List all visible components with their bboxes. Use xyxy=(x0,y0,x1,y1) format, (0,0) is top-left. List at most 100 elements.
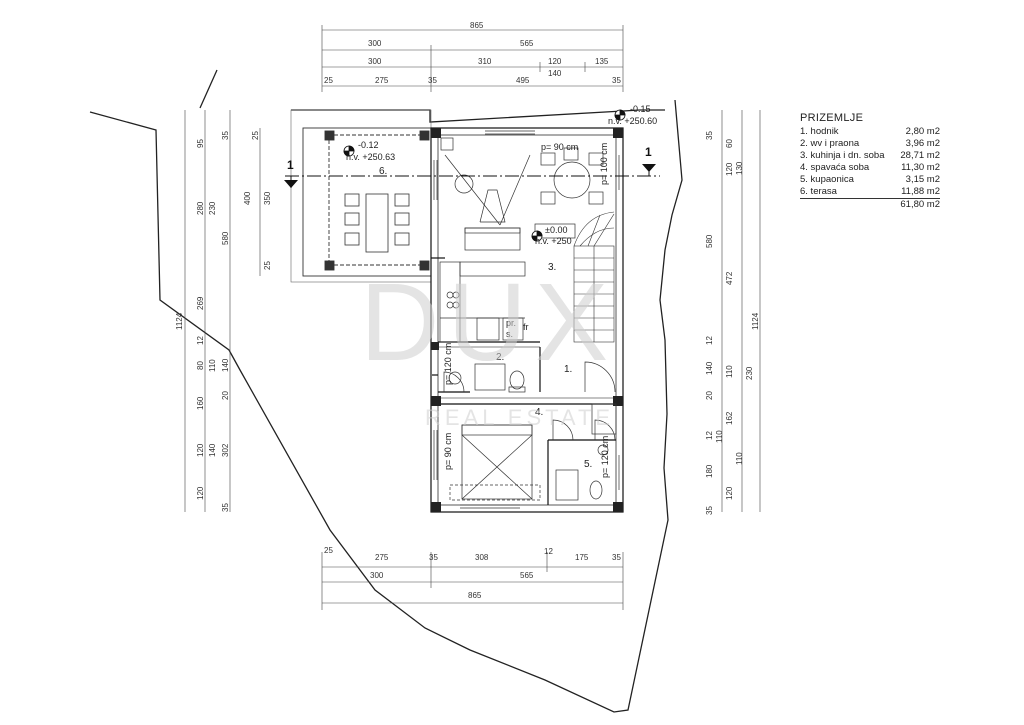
terrace-table xyxy=(344,193,410,253)
dim-top-r1-1: 565 xyxy=(520,39,534,48)
kitchen xyxy=(439,261,526,343)
area-legend: PRIZEMLJE 1. hodnik 2,80 m2 2. wv i prao… xyxy=(800,112,940,211)
dim-left-i0: 35 xyxy=(221,131,230,140)
legend-row: 2. wv i praona 3,96 m2 xyxy=(800,138,940,150)
dim-left-t0: 25 xyxy=(251,131,260,140)
legend-room-name: 5. kupaonica xyxy=(800,174,854,185)
level-living-nv: n.v. +250 xyxy=(535,236,572,246)
wc-laundry xyxy=(448,363,526,393)
legend-row: 3. kuhinja i dn. soba 28,71 m2 xyxy=(800,150,940,162)
legend-total: 61,80 m2 xyxy=(900,199,940,210)
dim-bottom-r1-1: 275 xyxy=(375,553,389,562)
dim-left-o11: 302 xyxy=(221,443,230,457)
windows xyxy=(433,130,620,509)
level-markers xyxy=(343,109,626,242)
watermark-subtitle: REAL ESTATE xyxy=(425,405,614,430)
legend-room-area: 3,15 m2 xyxy=(905,174,940,185)
living-furniture xyxy=(440,137,576,251)
dim-right-c1-8: 180 xyxy=(705,464,714,478)
watermark-logo: DUX xyxy=(360,261,616,384)
dim-bottom-r2-0: 300 xyxy=(370,571,384,580)
fridge-label: fr xyxy=(523,322,529,332)
bathroom-fixtures xyxy=(555,444,609,501)
dim-top-overall: 865 xyxy=(470,21,484,30)
dim-top-r3-3: 495 xyxy=(516,76,530,85)
dim-left-o10: 140 xyxy=(208,443,217,457)
dim-bottom-r1-2: 35 xyxy=(429,553,438,562)
dim-bottom-r2-1: 565 xyxy=(520,571,534,580)
dim-top-r3-0: 25 xyxy=(324,76,333,85)
dim-left-i1: 230 xyxy=(208,201,217,215)
dim-right-c1-5: 20 xyxy=(705,391,714,400)
dim-left-o4: 12 xyxy=(196,336,205,345)
kitchen-label-s: s. xyxy=(506,329,513,339)
dim-left-o5: 110 xyxy=(208,359,217,372)
dim-top-r2-2: 120 xyxy=(548,57,562,66)
dim-left-o8: 160 xyxy=(196,396,205,410)
dim-top-r3-2: 35 xyxy=(428,76,437,85)
legend-row: 6. terasa 11,88 m2 xyxy=(800,186,940,199)
room-number-2: 2. xyxy=(496,352,504,363)
legend-room-area: 28,71 m2 xyxy=(900,150,940,161)
kitchen-label-pr: pr. xyxy=(506,318,516,328)
room-number-4: 4. xyxy=(535,407,543,418)
dim-right-c2-2: 472 xyxy=(725,271,734,285)
door-label-bedroom: p= 90 cm xyxy=(443,433,453,470)
room-number-6: 6. xyxy=(379,166,387,177)
watermark: DUX REAL ESTATE xyxy=(360,261,616,430)
level-terrace: -0.12 xyxy=(358,140,379,150)
dims-bottom: 25 275 35 308 12 175 35 300 565 865 xyxy=(324,546,621,600)
dim-right-c2-6: 110 xyxy=(735,452,744,465)
legend-room-name: 2. wv i praona xyxy=(800,138,860,149)
dim-right-c1-4: 140 xyxy=(705,361,714,375)
house-walls xyxy=(430,127,624,513)
dim-left-t1: 400 xyxy=(243,191,252,205)
dining-table xyxy=(540,147,604,205)
dim-left-o6: 140 xyxy=(221,358,230,372)
dim-top-r3-1: 275 xyxy=(375,76,389,85)
level-living: ±0.00 xyxy=(545,225,567,235)
section-label-right: 1 xyxy=(645,145,652,159)
dim-left-t3: 25 xyxy=(263,261,272,270)
dim-left-i2: 80 xyxy=(196,361,205,370)
dim-top-r2-0: 300 xyxy=(368,57,382,66)
legend-row: 5. kupaonica 3,15 m2 xyxy=(800,174,940,186)
dim-right-c2-5: 110 xyxy=(715,430,724,443)
dim-top-r2-3: 135 xyxy=(595,57,609,66)
dims-left: 1124 95 280 580 269 12 110 140 20 160 12… xyxy=(175,131,272,512)
door-label-bathroom: p= 120 cm xyxy=(600,436,610,478)
legend-room-name: 4. spavaća soba xyxy=(800,162,870,173)
dim-left-o3: 269 xyxy=(196,296,205,310)
wall-corners xyxy=(431,128,623,512)
dim-left-t2: 350 xyxy=(263,191,272,205)
dim-right-c2-4: 230 xyxy=(745,366,754,380)
legend-room-area: 2,80 m2 xyxy=(905,126,940,137)
door-label-wc: p= 120 cm xyxy=(443,343,453,385)
dim-left-o0: 95 xyxy=(196,139,205,148)
dim-bottom-r1-3: 308 xyxy=(475,553,489,562)
dim-bottom-r1-0: 25 xyxy=(324,546,333,555)
terrace-area xyxy=(290,109,432,283)
dim-right-c2-1: 130 xyxy=(735,161,744,175)
door-swings xyxy=(443,361,617,441)
dimension-lines xyxy=(184,25,761,610)
dim-bottom-r1-5: 175 xyxy=(575,553,589,562)
dims-right: 1124 35 120 580 12 140 20 12 162 180 120… xyxy=(705,131,760,515)
dim-right-c2-0: 60 xyxy=(725,139,734,148)
dim-right-c1-2: 580 xyxy=(705,234,714,248)
dim-bottom-r1-6: 35 xyxy=(612,553,621,562)
dim-right-c1-3: 12 xyxy=(705,336,714,345)
dim-right-c2-3: 110 xyxy=(725,365,734,378)
dim-top-r2b: 140 xyxy=(548,69,562,78)
dim-top-r3-4: 35 xyxy=(612,76,621,85)
staircase xyxy=(573,211,615,343)
legend-room-name: 3. kuhinja i dn. soba xyxy=(800,150,885,161)
dim-right-c1-0: 35 xyxy=(705,131,714,140)
legend-room-name: 1. hodnik xyxy=(800,126,839,137)
door-label-top: p= 90 cm xyxy=(541,142,578,152)
dim-left-o7: 20 xyxy=(221,391,230,400)
dim-left-o13: 35 xyxy=(221,503,230,512)
dim-bottom-overall: 865 xyxy=(468,591,482,600)
dims-top: 865 300 565 300 310 120 135 140 25 275 3… xyxy=(324,21,621,85)
